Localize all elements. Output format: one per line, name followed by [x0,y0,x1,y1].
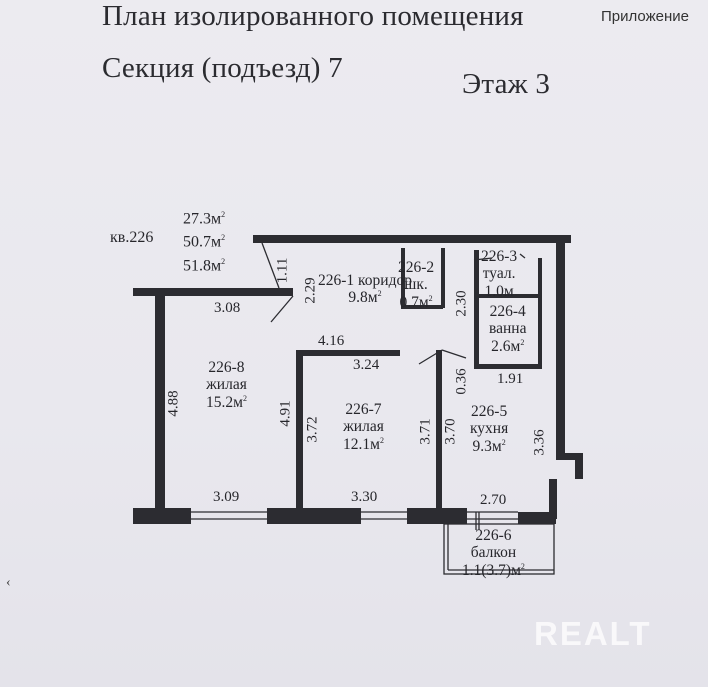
wall-bottom-4 [518,512,556,524]
dim-2-30: 2.30 [453,290,470,317]
wall-right-step [556,453,583,460]
room-toilet: 226-3 туал. 1.0м [481,248,518,300]
room-bathroom: 226-4 ванна 2.6м2 [489,303,527,355]
dim-3-09: 3.09 [213,489,240,505]
dim-1-11: 1.11 [274,257,291,284]
appendix-label: Приложение [601,8,689,25]
wall-closet-l [401,248,405,308]
wall-bottom-2 [267,508,361,524]
watermark-logo: REALT [534,615,652,652]
room-living-1: 226-8 жилая 15.2м2 [206,359,247,411]
dim-3-08: 3.08 [214,300,241,316]
dim-2-29: 2.29 [302,277,319,304]
wall-bath-bottom [474,364,542,369]
section-label: Секция (подъезд) 7 [102,52,343,84]
total-area-with-balcony: 51.8м2 [183,257,226,275]
dim-3-70: 3.70 [442,418,459,445]
dim-3-30: 3.30 [351,489,378,505]
apartment-number: кв.226 [110,229,154,246]
room-living-2: 226-7 жилая 12.1м2 [343,401,384,453]
dim-4-88: 4.88 [165,390,182,417]
wall-interior-1 [296,350,303,508]
dim-3-36: 3.36 [531,429,548,456]
wall-top [253,235,571,243]
document-title: План изолированного помещения [102,0,524,32]
wall-right [556,243,565,453]
living-area: 27.3м2 [183,210,226,228]
floor-label: Этаж 3 [462,68,551,100]
dim-4-91: 4.91 [277,400,294,427]
dim-3-72: 3.72 [304,416,321,443]
dim-2-70: 2.70 [480,492,507,508]
dim-3-71: 3.71 [417,418,434,445]
wall-interior-2 [436,350,442,508]
total-area: 50.7м2 [183,233,226,251]
wall-bottom-1 [133,508,191,524]
dim-3-24: 3.24 [353,357,380,373]
wall-bath-right [538,258,542,368]
dim-1-91: 1.91 [497,371,524,387]
svg-text:‹: ‹ [6,575,11,590]
wall-bottom-3 [407,508,467,524]
wall-interior-top [296,350,400,356]
wall-closet-b [401,305,443,309]
room-corridor: 226-1 коридор 9.8м2 [318,272,412,307]
wall-bath-left [474,250,479,368]
room-kitchen: 226-5 кухня 9.3м2 [470,403,509,455]
wall-left [155,296,165,508]
wall-right-jog [575,453,583,479]
wall-left-top [133,288,293,296]
room-closet: 226-2 шк. 0.7м2 [398,259,435,311]
room-balcony: 226-6 балкон 1.1(3.7)м2 [462,527,525,579]
wall-right-lower [549,479,557,519]
dim-0-36: 0.36 [453,368,470,395]
wall-closet-r [441,248,445,308]
wall-bath-mid [474,294,542,298]
dim-4-16: 4.16 [318,333,345,349]
